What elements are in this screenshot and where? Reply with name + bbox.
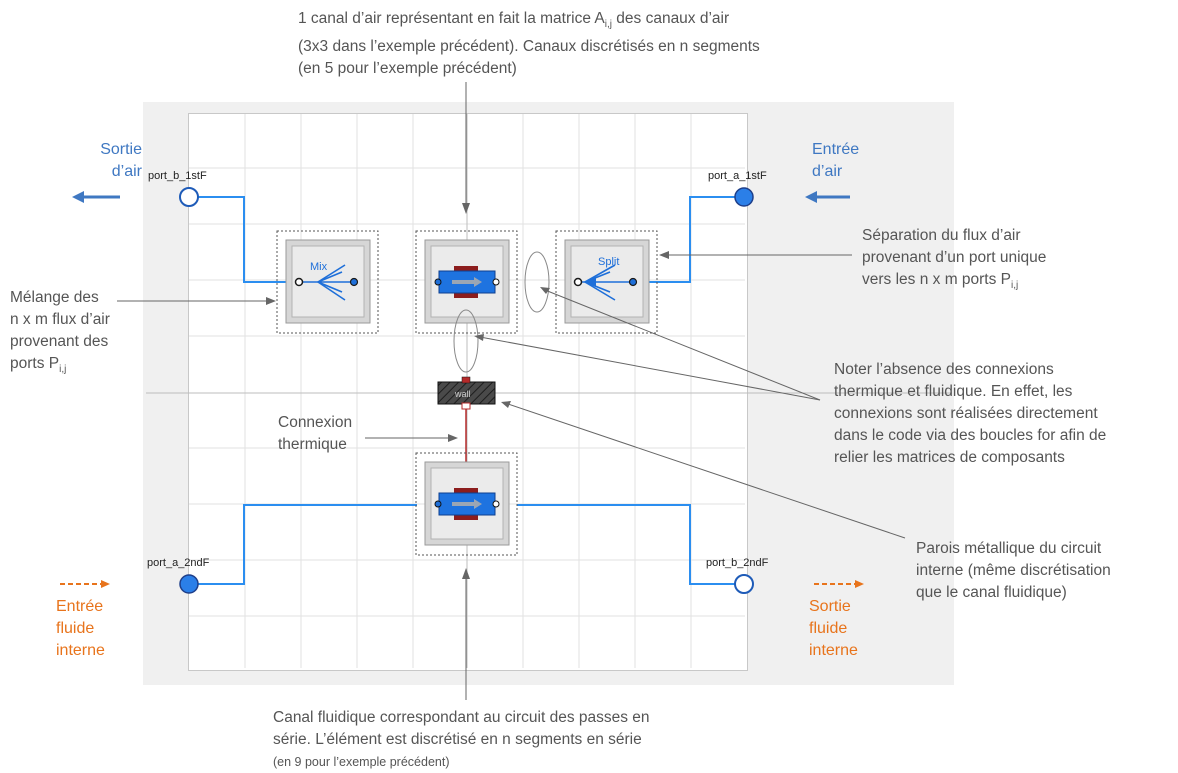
fluid-connection-ellipse	[524, 251, 550, 313]
air-channel-component[interactable]	[415, 230, 518, 334]
thermal-connection-annotation-line2: thermique	[278, 436, 347, 453]
mix-component[interactable]: Mix	[276, 230, 379, 334]
fluid-in-arrow	[60, 580, 110, 588]
port-b-1stf[interactable]	[179, 187, 199, 207]
port-a-1stf[interactable]	[734, 187, 754, 207]
wall-annotation-line2: interne (même discrétisation	[916, 562, 1111, 579]
mixing-annotation: Mélange des n x m flux d’air provenant d…	[10, 287, 110, 381]
note-annotation-line5: relier les matrices de composants	[834, 449, 1065, 466]
wall-annotation-line3: que le canal fluidique)	[916, 584, 1067, 601]
fluid-channel-annotation-line2: série. L’élément est discrétisé en n seg…	[273, 731, 642, 748]
note-annotation-line2: thermique et fluidique. En effet, les	[834, 383, 1073, 400]
fluid-channel-annotation: Canal fluidique correspondant au circuit…	[273, 707, 650, 773]
air-outlet-line1: Sortie	[100, 141, 142, 158]
fluid-outlet-line3: interne	[809, 642, 858, 659]
port-a-1stf-label: port_a_1stF	[708, 170, 767, 182]
mixing-annotation-line1: Mélange des	[10, 289, 99, 306]
air-inlet-line2: d’air	[812, 163, 843, 180]
connection-wires	[189, 196, 744, 585]
note-annotation-line4: dans le code via des boucles for afin de	[834, 427, 1107, 444]
thermal-connection-annotation-line1: Connexion	[278, 414, 353, 431]
note-annotation-line3: connexions sont réalisées directement	[834, 405, 1098, 422]
air-inlet-label: Entrée d’air	[812, 139, 859, 183]
air-channel-annotation: 1 canal d’air représentant en fait la ma…	[298, 8, 760, 80]
mixing-annotation-line2: n x m flux d’air	[10, 311, 110, 328]
fluid-channel-annotation-line3: (en 9 pour l’exemple précédent)	[273, 755, 450, 769]
separation-annotation-line3: vers les n x m ports Pi,j	[862, 271, 1019, 292]
note-annotation-line1: Noter l’absence des connexions	[834, 361, 1054, 378]
split-component[interactable]: Split	[555, 230, 658, 334]
air-outlet-line2: d’air	[111, 163, 142, 180]
wall-label: wall	[454, 389, 471, 399]
thermal-connection-ellipse	[453, 309, 479, 373]
fluid-outlet-line1: Sortie	[809, 598, 851, 615]
air-in-arrow	[805, 191, 850, 203]
wall-component[interactable]: wall	[437, 376, 496, 410]
mixing-annotation-line3: provenant des	[10, 333, 109, 350]
separation-annotation-line2: provenant d’un port unique	[862, 249, 1047, 266]
fluid-channel-annotation-line1: Canal fluidique correspondant au circuit…	[273, 709, 650, 726]
port-b-1stf-label: port_b_1stF	[148, 170, 207, 182]
air-out-arrow	[72, 191, 120, 203]
split-label: Split	[598, 256, 619, 268]
mixing-annotation-line4: ports Pi,j	[10, 355, 67, 376]
fluid-outlet-line2: fluide	[809, 620, 848, 637]
fluid-out-arrow	[814, 580, 864, 588]
fluid-inlet-line1: Entrée	[56, 598, 104, 615]
air-outlet-label: Sortie d’air	[90, 139, 142, 183]
port-b-2ndf[interactable]	[734, 574, 754, 594]
air-channel-annotation-line2: (3x3 dans l’exemple précédent). Canaux d…	[298, 38, 760, 56]
annotation-pointers	[117, 82, 906, 700]
wall-annotation-line1: Parois métallique du circuit	[916, 540, 1102, 557]
port-b-2ndf-label: port_b_2ndF	[706, 557, 769, 569]
port-a-2ndf-label: port_a_2ndF	[147, 557, 210, 569]
wall-annotation: Parois métallique du circuit interne (mê…	[916, 538, 1111, 604]
fluid-outlet-label: Sortie fluide interne	[809, 596, 858, 662]
fluid-inlet-line2: fluide	[56, 620, 95, 637]
mix-label: Mix	[310, 261, 328, 273]
air-channel-annotation-line3: (en 5 pour l’exemple précédent)	[298, 60, 517, 78]
separation-annotation-line1: Séparation du flux d’air	[862, 227, 1021, 244]
air-inlet-line1: Entrée	[812, 141, 860, 158]
note-annotation: Noter l’absence des connexions thermique…	[834, 359, 1106, 469]
fluid-inlet-label: Entrée fluide interne	[56, 596, 105, 662]
fluid-channel-component[interactable]	[415, 452, 518, 556]
annotation-arrowheads	[266, 203, 669, 579]
thermal-connection-annotation: Connexion thermique	[278, 412, 352, 456]
port-a-2ndf[interactable]	[179, 574, 199, 594]
air-channel-annotation-line1: 1 canal d’air représentant en fait la ma…	[298, 10, 730, 31]
fluid-inlet-line3: interne	[56, 642, 105, 659]
separation-annotation: Séparation du flux d’air provenant d’un …	[862, 225, 1046, 297]
